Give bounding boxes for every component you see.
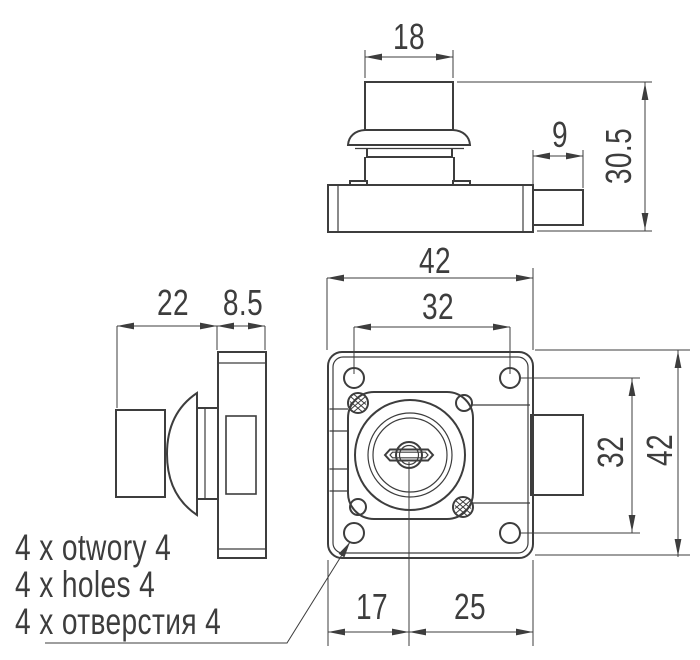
screw-icon <box>452 496 474 518</box>
lock-body-top <box>327 184 534 233</box>
rosette-hole <box>349 498 367 516</box>
rosette-plate <box>347 391 474 520</box>
side-profile-view <box>115 351 267 559</box>
dim-bolt-width-label: 9 <box>551 114 569 155</box>
mechanism-lines-right <box>471 404 530 504</box>
dimension-bolt-width <box>532 150 584 188</box>
holes-note-russian: 4 x отверстия 4 <box>15 601 222 642</box>
lock-cylinder-ring-middle <box>367 412 453 498</box>
dimension-total-height <box>457 81 652 232</box>
dimension-plate-height <box>535 349 690 557</box>
holes-leader-line <box>45 541 351 644</box>
dimension-body-depth <box>116 322 266 408</box>
dim-center-to-right-label: 25 <box>453 586 487 627</box>
top-elevation-view <box>327 81 584 233</box>
knob-cylinder <box>364 81 454 131</box>
dimension-plate-width <box>326 268 534 350</box>
mechanism-lines-left <box>329 408 348 492</box>
latch-bolt-front <box>530 414 584 496</box>
dimension-center-offsets <box>327 560 534 646</box>
rosette-hole <box>455 394 473 412</box>
neck-lower <box>364 157 455 181</box>
plate-recess <box>225 415 257 495</box>
dim-plate-width-label: 42 <box>418 240 452 281</box>
dim-total-height-label: 30.5 <box>598 127 639 185</box>
dim-flange-depth-label: 8.5 <box>222 282 264 323</box>
dimension-hole-spacing-horizontal <box>353 323 511 374</box>
lock-cylinder-ring-outer <box>354 399 466 511</box>
dimension-hole-spacing-vertical <box>520 377 640 534</box>
dim-holes-horizontal-label: 32 <box>421 286 455 327</box>
neck-profile <box>196 407 219 500</box>
screw-icon <box>347 392 369 414</box>
dim-knob-width-label: 18 <box>392 16 426 57</box>
face-plate-inner-line <box>332 356 529 554</box>
dimension-knob-width <box>364 50 454 78</box>
dim-holes-vertical-label: 32 <box>590 435 631 469</box>
flange-profile <box>165 391 198 517</box>
lock-cylinder-ring-inner <box>372 417 448 493</box>
holes-note-english: 4 x holes 4 <box>15 564 156 605</box>
holes-note-block: 4 x otwory 4 4 x holes 4 4 x отверстия 4 <box>15 529 221 640</box>
flange-plate-profile <box>217 351 267 559</box>
holes-note-polish: 4 x otwory 4 <box>15 527 172 568</box>
mounting-hole-bottom-left <box>343 522 365 544</box>
dim-plate-height-label: 42 <box>639 433 680 467</box>
cylinder-profile <box>115 409 166 498</box>
mounting-hole-bottom-right <box>499 522 521 544</box>
neck-upper <box>366 148 453 158</box>
knob-flange <box>346 129 472 146</box>
face-plate <box>327 351 534 559</box>
dim-center-from-left-label: 17 <box>355 586 389 627</box>
latch-bolt-top <box>532 189 584 226</box>
dim-body-depth-label: 22 <box>156 282 190 323</box>
